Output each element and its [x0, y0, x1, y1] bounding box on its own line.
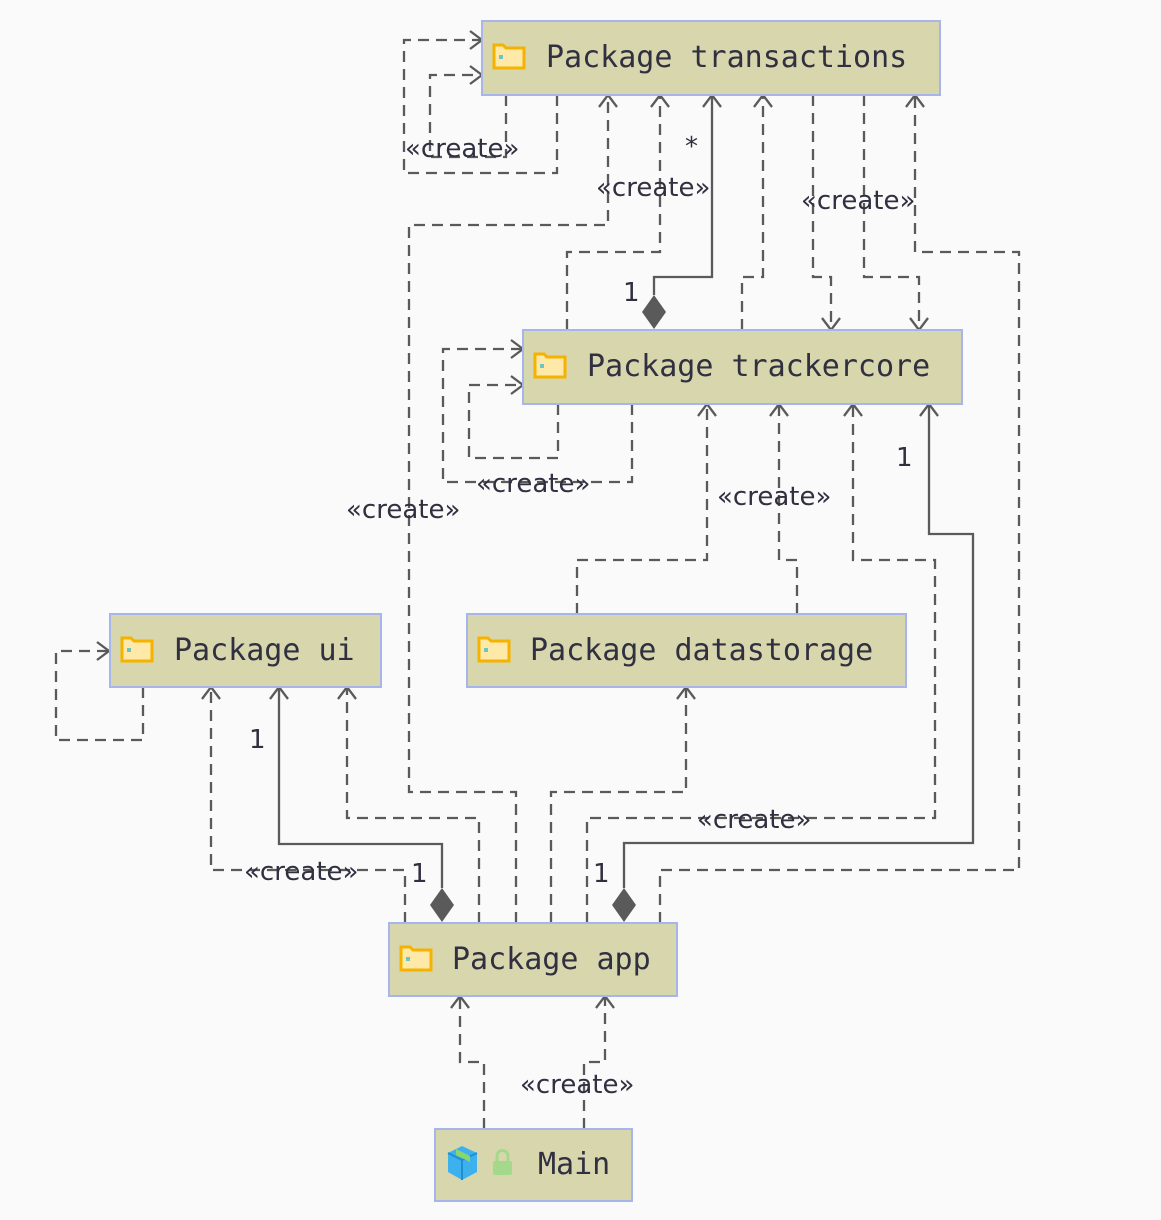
node-label: Package datastorage [530, 633, 873, 668]
edge-main-app-create [582, 996, 607, 1129]
edge-app-trackercore-composition [622, 404, 975, 888]
package-node-transactions[interactable]: Package transactions [481, 20, 941, 96]
folder-icon [120, 636, 154, 663]
class-node-main[interactable]: Main [434, 1128, 633, 1202]
multiplicities: * 1 1 1 1 1 [249, 132, 913, 889]
folder-icon [477, 636, 511, 663]
edge-transactions-self-inner [428, 73, 508, 159]
edge-transactions-trackercore-create [811, 95, 833, 330]
folder-icon [492, 43, 526, 70]
package-node-app[interactable]: Package app [388, 922, 678, 997]
multiplicity-many: * [685, 132, 698, 162]
lock-icon [493, 1149, 512, 1175]
edge-label-create: «create» [801, 186, 915, 216]
node-label: Package trackercore [587, 349, 930, 384]
edge-app-ui-dep [345, 687, 481, 923]
edge-trackercore-self-inner [467, 383, 560, 460]
multiplicity-one: 1 [896, 443, 913, 473]
edge-app-ui-composition [277, 687, 444, 888]
edge-transactions-trackercore-dep [862, 95, 921, 330]
edge-main-app-dep [458, 996, 486, 1129]
edge-label-create: «create» [244, 857, 358, 887]
node-label: Package ui [174, 633, 355, 668]
edge-labels: «create» «create» «create» «create» «cre… [244, 134, 915, 1100]
package-node-trackercore[interactable]: Package trackercore [522, 329, 963, 405]
multiplicity-one: 1 [623, 278, 640, 308]
package-node-datastorage[interactable]: Package datastorage [466, 613, 907, 688]
edge-app-ui-create [209, 687, 407, 923]
package-node-ui[interactable]: Package ui [109, 613, 382, 688]
edge-datastorage-trackercore-dep [575, 404, 709, 614]
folder-icon [399, 945, 433, 972]
edge-trackercore-transactions-composition [652, 95, 714, 295]
edge-app-trackercore-create [585, 404, 937, 923]
node-label: Main [538, 1147, 610, 1182]
edge-datastorage-trackercore-create [777, 404, 799, 614]
edge-app-transactions-create [407, 95, 610, 923]
multiplicity-one: 1 [593, 859, 610, 889]
composition-diamond [642, 295, 666, 329]
edge-app-datastorage-dep [549, 687, 688, 923]
node-label: Package transactions [546, 40, 907, 75]
edge-trackercore-transactions-create [565, 95, 662, 330]
edge-label-create: «create» [697, 805, 811, 835]
edge-label-create: «create» [596, 173, 710, 203]
class-cube-icon [447, 1146, 478, 1180]
edge-trackercore-transactions-dep [740, 95, 765, 330]
edge-label-create: «create» [717, 482, 831, 512]
edge-label-create: «create» [476, 469, 590, 499]
composition-diamond [430, 888, 454, 922]
edge-label-create: «create» [405, 134, 519, 164]
arrowhead [650, 93, 670, 108]
node-label: Package app [452, 942, 651, 977]
multiplicity-one: 1 [249, 725, 266, 755]
edge-label-create: «create» [346, 495, 460, 525]
edge-app-transactions-dep [658, 95, 1021, 923]
folder-icon [533, 352, 567, 379]
edge-label-create: «create» [520, 1070, 634, 1100]
multiplicity-one: 1 [411, 859, 428, 889]
composition-diamond [612, 888, 636, 922]
arrowhead [753, 93, 773, 108]
